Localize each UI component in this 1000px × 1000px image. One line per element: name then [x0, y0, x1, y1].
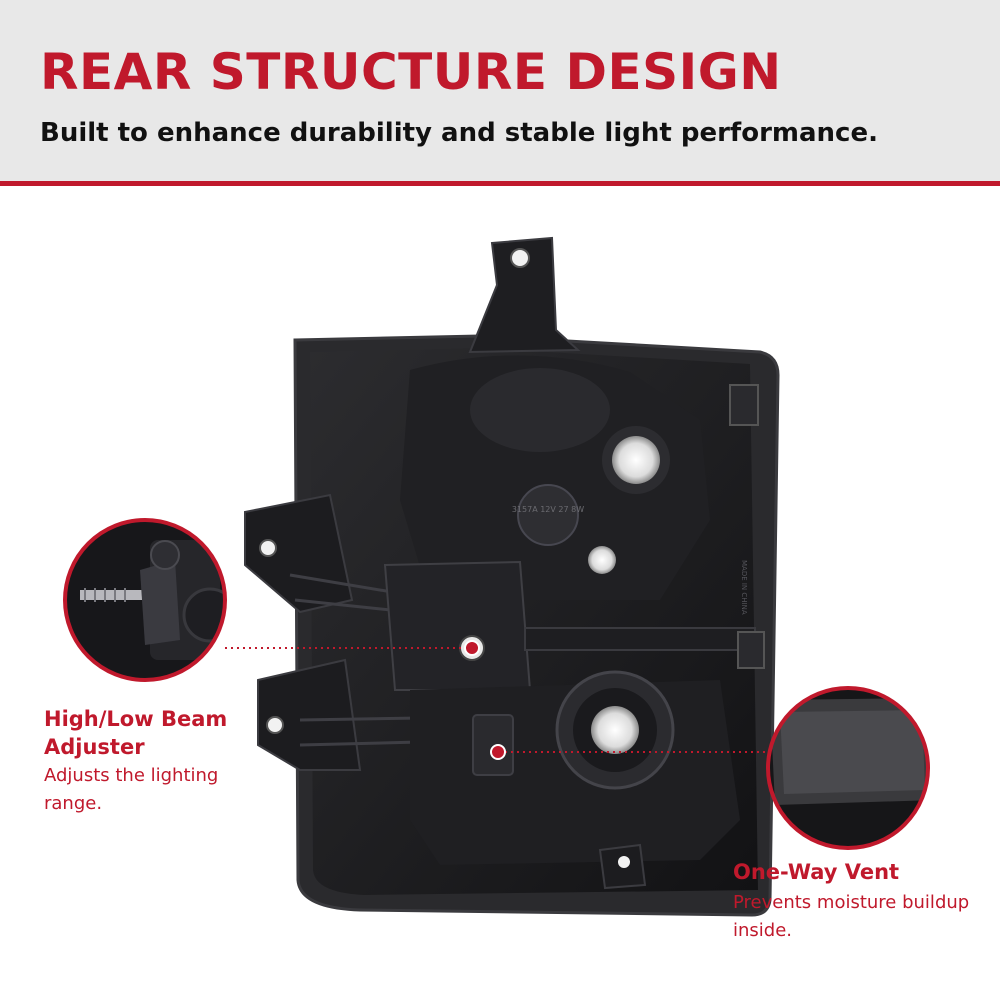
- page-subtitle: Built to enhance durability and stable l…: [40, 118, 878, 148]
- housing-label: MADE IN CHINA: [740, 560, 748, 615]
- page-title: REAR STRUCTURE DESIGN: [40, 43, 782, 101]
- header-banner: [0, 0, 1000, 181]
- vent-description: Prevents moisture buildup inside.: [733, 892, 970, 941]
- vent-zoom: [766, 686, 930, 850]
- bulb-cap-text: 3157A 12V 27 8W: [512, 505, 584, 514]
- beam-adjuster-title: High/Low Beam Adjuster: [44, 707, 228, 759]
- beam-adjuster-description: Adjusts the lighting range.: [44, 765, 219, 814]
- headlight-housing: 3157A 12V 27 8W MA: [244, 236, 780, 917]
- vent-connector: [490, 744, 770, 760]
- beam-adjuster-zoom: [63, 518, 227, 682]
- beam-adjuster-connector: [225, 640, 480, 656]
- vent-title: One-Way Vent: [733, 860, 900, 884]
- header-divider: [0, 181, 1000, 186]
